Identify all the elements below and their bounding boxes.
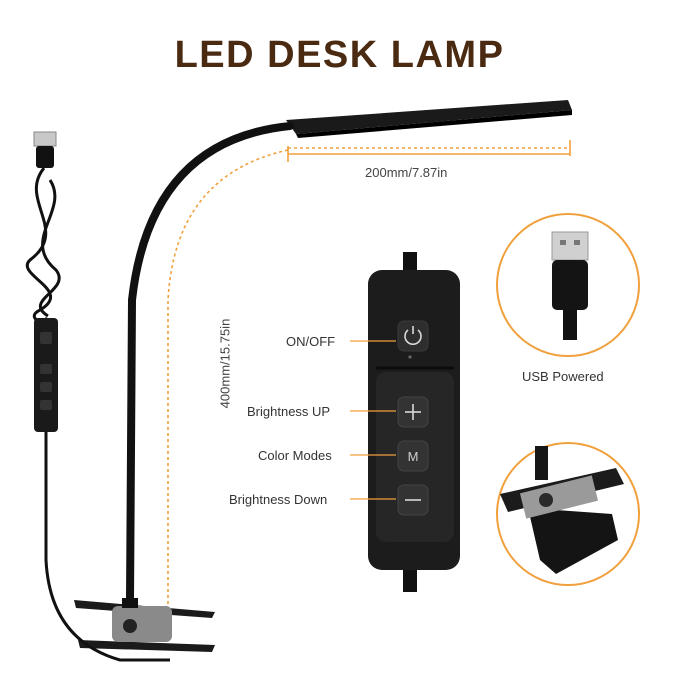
- lamp-head: [286, 100, 572, 138]
- usb-cable: [25, 131, 170, 662]
- usb-powered-label: USB Powered: [522, 369, 604, 384]
- height-dimension-label: 400mm/15.75in: [217, 318, 233, 409]
- usb-inset: [496, 213, 640, 357]
- clip-icon: [74, 598, 215, 652]
- gooseneck-arm: [126, 122, 294, 604]
- power-button: [397, 320, 429, 352]
- power-icon: [404, 326, 422, 345]
- color-modes-button: [397, 440, 429, 472]
- page-title: LED DESK LAMP: [174, 34, 505, 76]
- usb-plug-icon: [551, 231, 589, 340]
- clip-inset: [496, 442, 640, 586]
- on-off-label: ON/OFF: [286, 334, 336, 349]
- dimension-guides: [167, 140, 571, 640]
- color-modes-label: Color Modes: [258, 448, 332, 463]
- brightness-down-label: Brightness Down: [229, 492, 328, 507]
- width-dimension-label: 200mm/7.87in: [365, 165, 448, 180]
- control-module: M: [350, 252, 460, 592]
- plus-icon: [405, 404, 421, 420]
- brightness-up-label: Brightness UP: [247, 404, 331, 419]
- m-icon: M: [408, 449, 419, 464]
